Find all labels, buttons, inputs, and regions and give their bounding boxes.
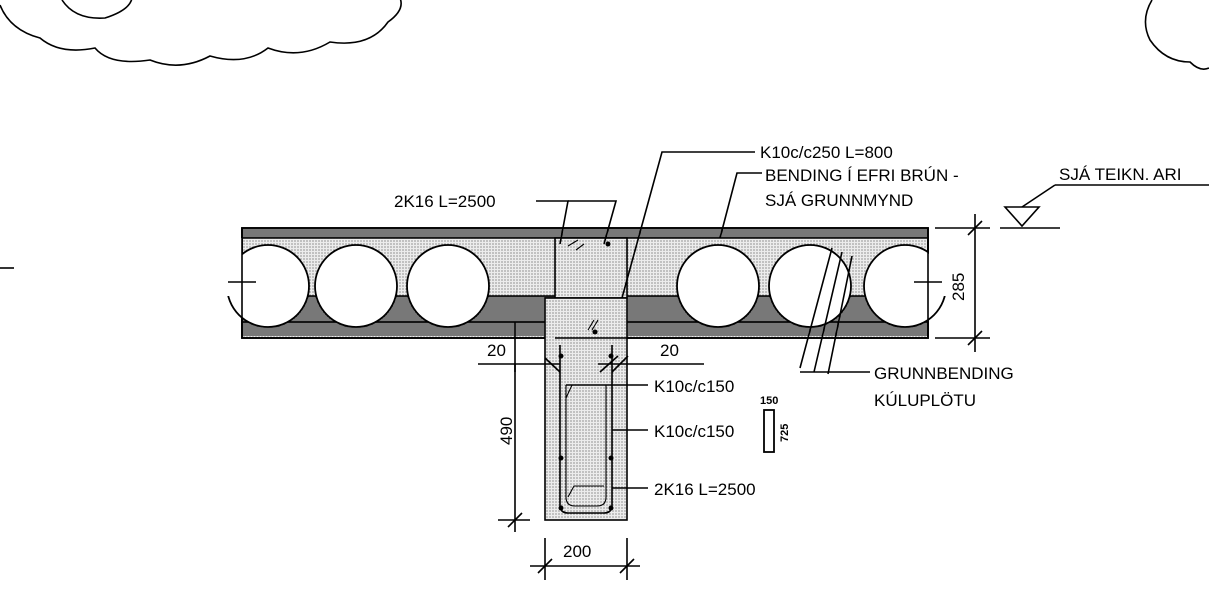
label-right-offset: 20 xyxy=(660,341,679,360)
label-beam-height: 490 xyxy=(497,417,516,445)
label-beam-width: 200 xyxy=(563,542,591,561)
dimension-offsets xyxy=(478,322,704,373)
void-ball xyxy=(768,244,852,328)
dimension-beam-width xyxy=(530,538,640,580)
label-bottom-rebar: 2K16 L=2500 xyxy=(654,480,756,499)
label-left-offset: 20 xyxy=(487,341,506,360)
label-slab-height: 285 xyxy=(949,273,968,301)
void-ball xyxy=(406,244,490,328)
dimension-beam-height xyxy=(498,364,530,532)
label-base-reinf-2: KÚLUPLÖTU xyxy=(874,391,976,410)
stirrup-symbol xyxy=(763,409,775,453)
void-ball xyxy=(676,244,760,328)
label-base-reinf-1: GRUNNBENDING xyxy=(874,364,1014,383)
dimension-slab-height xyxy=(935,214,990,352)
label-bending-top-2: SJÁ GRUNNMYND xyxy=(765,191,913,210)
revision-cloud-left-inner xyxy=(61,0,133,19)
revision-cloud-right xyxy=(1144,0,1209,70)
label-top-bar: K10c/c250 L=800 xyxy=(760,143,893,162)
label-stirrup-2: K10c/c150 xyxy=(654,422,734,441)
level-symbol xyxy=(1000,184,1209,229)
revision-cloud-left xyxy=(0,0,402,66)
beam xyxy=(544,237,628,521)
leaders xyxy=(536,151,870,489)
label-ref-drawing: SJÁ TEIKN. ARI xyxy=(1059,165,1182,184)
void-ball xyxy=(314,244,398,328)
label-bending-top-1: BENDING Í EFRI BRÚN - xyxy=(765,166,959,185)
label-stirrup-dim-w: 150 xyxy=(760,395,778,407)
void-balls xyxy=(223,228,959,338)
label-top-rebar: 2K16 L=2500 xyxy=(394,192,496,211)
label-stirrup-dim-h: 725 xyxy=(779,424,791,442)
label-stirrup-1: K10c/c150 xyxy=(654,377,734,396)
